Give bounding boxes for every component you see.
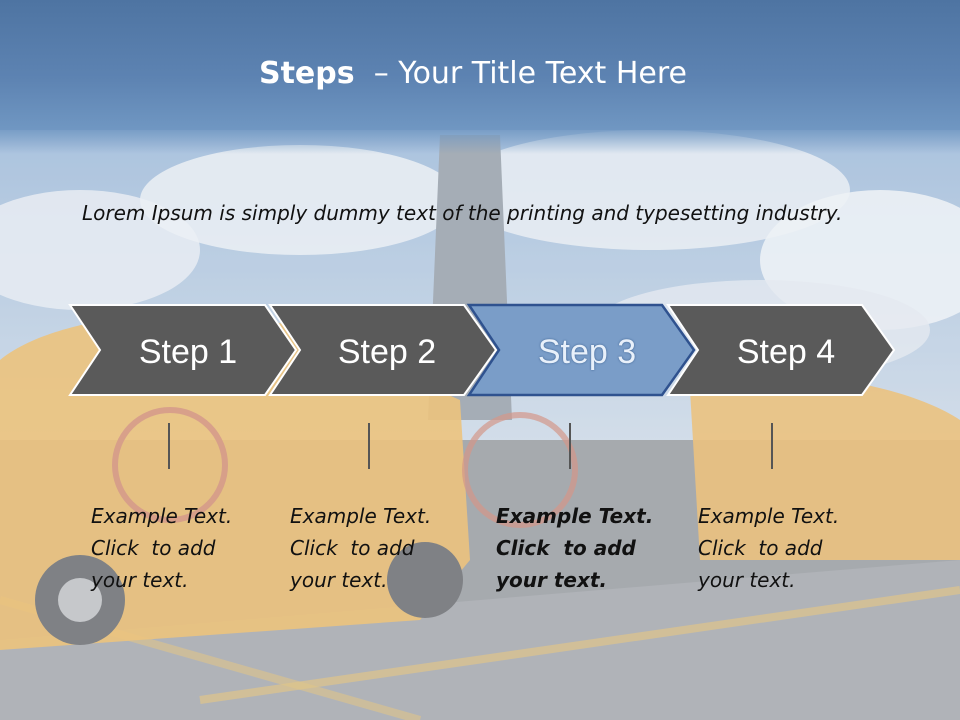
step-2-label: Step 2 xyxy=(337,333,437,371)
step-3-desc-line-2: Click to add xyxy=(496,536,636,560)
title-rest: – Your Title Text Here xyxy=(373,56,687,91)
step-1-connector xyxy=(168,423,170,469)
step-arrows xyxy=(68,303,896,397)
step-4-desc-line-2: Click to add xyxy=(698,536,823,560)
step-2-description[interactable]: Example Text. Click to add your text. xyxy=(290,500,460,596)
step-4-desc-line-3: your text. xyxy=(698,568,796,592)
intro-text: Lorem Ipsum is simply dummy text of the … xyxy=(82,201,843,225)
step-2-desc-line-2: Click to add xyxy=(290,536,415,560)
title-bar xyxy=(0,0,960,130)
step-2-connector xyxy=(368,423,370,469)
step-1-desc-line-1: Example Text. xyxy=(91,504,233,528)
step-4-label: Step 4 xyxy=(736,333,836,371)
step-1-desc-line-3: your text. xyxy=(91,568,189,592)
step-1-label: Step 1 xyxy=(138,333,238,371)
step-4-description[interactable]: Example Text. Click to add your text. xyxy=(698,500,868,596)
step-3-arrow[interactable] xyxy=(466,303,696,397)
step-3-connector xyxy=(569,423,571,469)
step-4-desc-line-1: Example Text. xyxy=(698,504,840,528)
step-4-arrow[interactable] xyxy=(666,304,896,396)
step-3-desc-line-3: your text. xyxy=(496,568,608,592)
slide-title: Steps – Your Title Text Here xyxy=(0,52,946,96)
step-3-description[interactable]: Example Text. Click to add your text. xyxy=(496,500,666,596)
step-1-desc-line-2: Click to add xyxy=(91,536,216,560)
step-2-arrow[interactable] xyxy=(268,304,498,396)
title-strong: Steps xyxy=(258,56,355,91)
step-3-desc-line-1: Example Text. xyxy=(496,504,654,528)
step-1-description[interactable]: Example Text. Click to add your text. xyxy=(91,500,261,596)
step-3-label: Step 3 xyxy=(537,333,637,371)
step-2-desc-line-1: Example Text. xyxy=(290,504,432,528)
step-1-arrow[interactable] xyxy=(68,304,298,396)
step-4-connector xyxy=(771,423,773,469)
step-2-desc-line-3: your text. xyxy=(290,568,388,592)
